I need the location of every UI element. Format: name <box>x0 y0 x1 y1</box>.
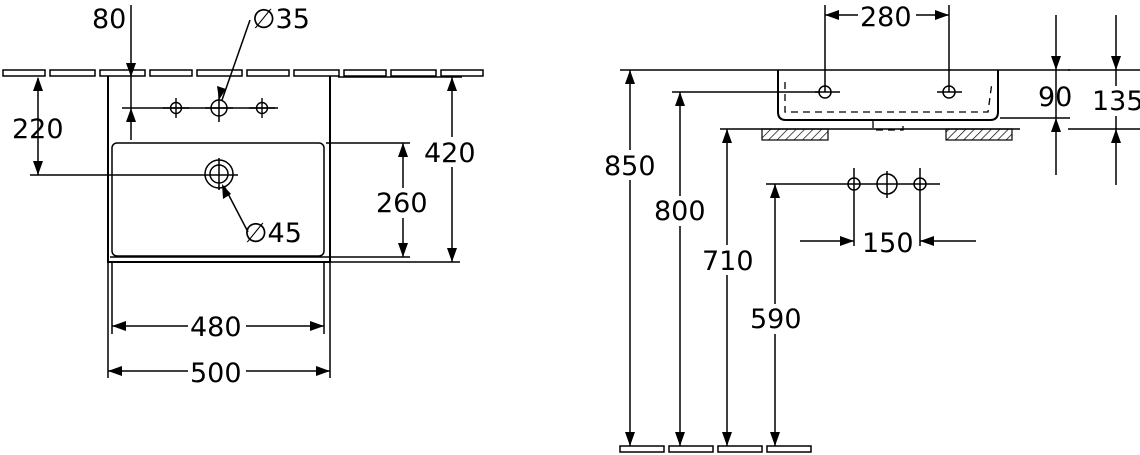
dim-waste-hole-label: ∅45 <box>244 218 302 249</box>
supply-left-icon <box>847 168 861 246</box>
dim-height-710-label: 710 <box>702 246 754 277</box>
dim-height-590-label: 590 <box>750 304 802 335</box>
floor-strip <box>619 445 812 453</box>
dim-tap-spacing-label: 280 <box>860 2 912 33</box>
supply-center-icon <box>876 171 898 198</box>
dim-total-depth-label: 420 <box>424 138 476 169</box>
dim-tap-hole-label: ∅35 <box>252 4 310 35</box>
front-view: 80 ∅35 220 420 260 ∅45 48 <box>2 4 484 389</box>
tap-hole-right-icon <box>248 97 276 119</box>
waste-hole-icon <box>204 158 234 190</box>
side-view: 280 90 135 850 800 710 <box>602 2 1140 453</box>
dim-total-width-label: 500 <box>190 358 242 389</box>
dim-supply-spacing-label: 150 <box>862 228 914 259</box>
bowl-outline <box>111 142 325 257</box>
dim-tap-offset-label: 80 <box>92 4 126 35</box>
dim-bowl-width-label: 480 <box>190 312 242 343</box>
dim-rim-135-label: 135 <box>1092 86 1140 117</box>
dim-rim-90-label: 90 <box>1038 82 1072 113</box>
dim-height-850-label: 850 <box>604 151 656 182</box>
dim-tap-height-label: 220 <box>12 114 64 145</box>
tap-hole-left-icon <box>162 97 190 119</box>
support-right <box>945 128 1013 141</box>
supply-right-icon <box>913 168 927 246</box>
dim-bowl-depth-label: 260 <box>376 188 428 219</box>
support-left <box>761 128 829 141</box>
wall-strip-front <box>2 69 484 77</box>
dim-height-800-label: 800 <box>654 196 706 227</box>
